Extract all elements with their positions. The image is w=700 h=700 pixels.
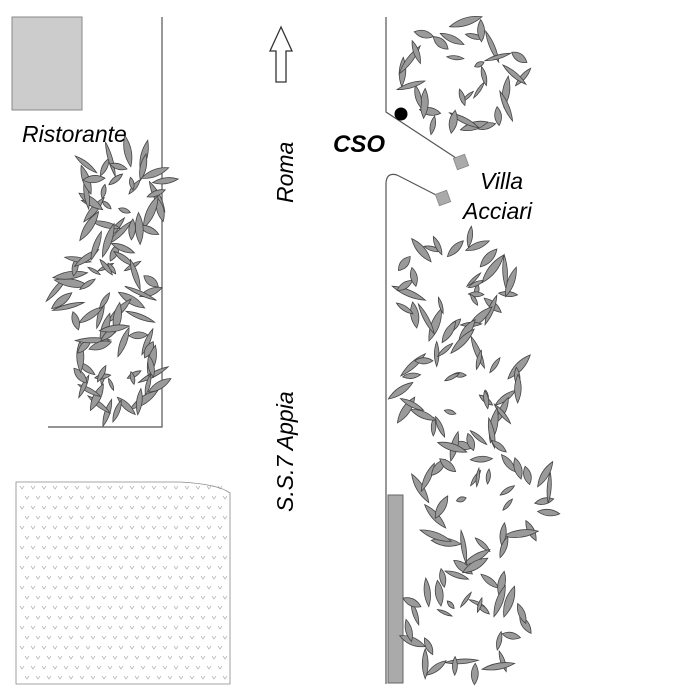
tree-canopies	[45, 15, 561, 686]
tree-canopy	[45, 222, 163, 344]
right-road-edge-south	[385, 173, 441, 684]
tree-canopy	[74, 134, 180, 246]
tree-canopy	[411, 432, 561, 566]
gate-post	[434, 189, 452, 207]
tree-canopy	[398, 557, 532, 686]
building-block	[11, 16, 83, 111]
label-roma: Roma	[272, 142, 298, 203]
label-acciari: Acciari	[461, 198, 533, 224]
label-cso: CSO	[333, 131, 385, 158]
right-road-edge-north	[385, 17, 457, 159]
tree-canopy	[395, 15, 532, 136]
cso-marker	[394, 107, 408, 121]
tree-canopy	[73, 324, 172, 428]
gate-post	[452, 153, 470, 171]
tree-canopy	[387, 328, 531, 463]
label-villa: Villa	[480, 168, 523, 194]
label-ristorante: Ristorante	[22, 121, 127, 147]
left-lot-boundary	[48, 17, 163, 428]
grass-field	[15, 481, 231, 685]
arrow-up-icon	[268, 25, 294, 83]
tree-canopy	[391, 225, 519, 344]
roadside-barrier	[387, 494, 404, 684]
label-ss7-appia: S.S.7 Appia	[272, 391, 298, 512]
